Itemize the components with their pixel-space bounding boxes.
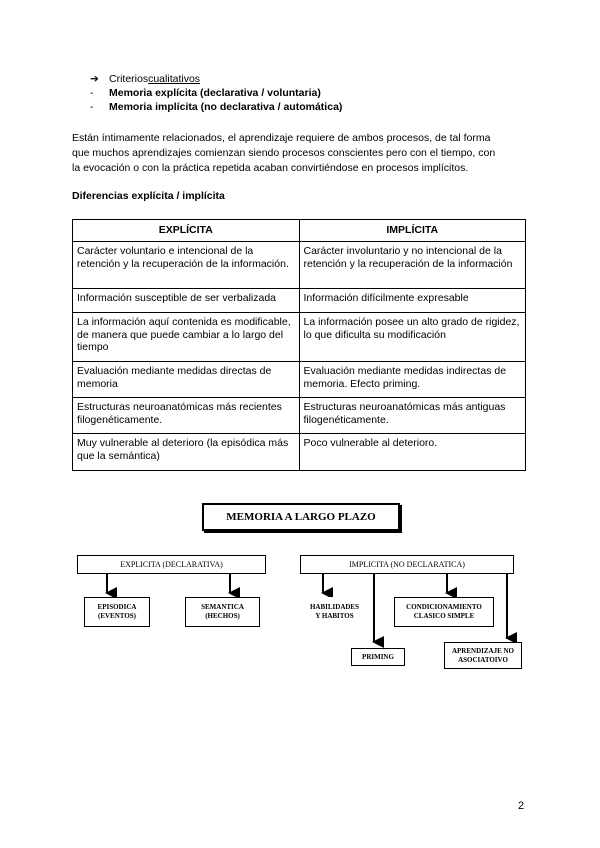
- table-row: Muy vulnerable al deterioro (la episódic…: [72, 433, 526, 471]
- episodica-line2: (EVENTOS): [98, 612, 136, 620]
- dash-icon: -: [90, 101, 94, 113]
- cell-implicit: Evaluación mediante medidas indirectas d…: [298, 361, 526, 398]
- differences-table: EXPLÍCITA IMPLÍCITA Carácter voluntario …: [72, 219, 526, 471]
- semantica-box: SEMANTICA (HECHOS): [185, 597, 260, 627]
- aprendizaje-line2: ASOCIATOIVO: [458, 655, 508, 664]
- explicit-box-text: EXPLICITA (DECLARATIVA): [120, 560, 223, 569]
- table-row: Estructuras neuroanatómicas más reciente…: [72, 397, 526, 434]
- criteria-heading: ➔ Criterios cualitativos: [90, 72, 342, 86]
- cell-explicit: Carácter voluntario e intencional de la …: [72, 241, 300, 289]
- cell-implicit: Estructuras neuroanatómicas más antiguas…: [298, 397, 526, 434]
- cell-explicit: Evaluación mediante medidas directas de …: [72, 361, 300, 398]
- habilidades-line1: HABILIDADES: [309, 603, 359, 611]
- semantica-line1: SEMANTICA: [201, 603, 244, 611]
- explicit-box: EXPLICITA (DECLARATIVA): [77, 555, 266, 574]
- header-implicit: IMPLÍCITA: [298, 219, 526, 242]
- bullet-implicit-text: Memoria implícita (no declarativa / auto…: [109, 101, 343, 113]
- aprendizaje-box: APRENDIZAJE NO ASOCIATOIVO: [444, 642, 522, 669]
- table-row: Evaluación mediante medidas directas de …: [72, 361, 526, 398]
- criteria-list: ➔ Criterios cualitativos - Memoria explí…: [90, 72, 342, 114]
- table-row: Carácter voluntario e intencional de la …: [72, 241, 526, 289]
- criteria-underlined: cualitativos: [148, 73, 201, 85]
- bullet-implicit: - Memoria implícita (no declarativa / au…: [90, 100, 342, 114]
- paragraph-line: Están íntimamente relacionados, el apren…: [72, 132, 491, 144]
- page-number: 2: [518, 800, 525, 812]
- diagram-connectors: [105, 573, 517, 648]
- implicit-box: IMPLICITA (NO DECLARATICA): [300, 555, 514, 574]
- table-row: La información aquí contenida es modific…: [72, 312, 526, 362]
- paragraph-line: la evocación o con la práctica repetida …: [72, 162, 469, 174]
- condicionamiento-box: CONDICIONAMIENTO CLASICO SIMPLE: [394, 597, 494, 627]
- cell-explicit: Estructuras neuroanatómicas más reciente…: [72, 397, 300, 434]
- differences-heading: Diferencias explícita / implícita: [72, 190, 225, 202]
- condicionamiento-line2: CLASICO SIMPLE: [413, 612, 475, 620]
- priming-box: PRIMING: [351, 648, 405, 666]
- cell-implicit: Carácter involuntario y no intencional d…: [298, 241, 526, 289]
- episodica-box: EPISODICA (EVENTOS): [84, 597, 150, 627]
- arrow-icon: ➔: [90, 73, 99, 85]
- paragraph-line: que muchos aprendizajes comienzan siendo…: [72, 147, 496, 159]
- cell-explicit: Muy vulnerable al deterioro (la episódic…: [72, 433, 300, 471]
- dash-icon: -: [90, 87, 94, 99]
- aprendizaje-line1: APRENDIZAJE NO: [451, 646, 515, 655]
- habilidades-line2: Y HABITOS: [315, 612, 354, 620]
- cell-implicit: La información posee un alto grado de ri…: [298, 312, 526, 362]
- cell-explicit: Información susceptible de ser verbaliza…: [72, 288, 300, 313]
- memory-diagram: MEMORIA A LARGO PLAZO EXPLICITA (DECLARA…: [72, 500, 532, 675]
- table-header-row: EXPLÍCITA IMPLÍCITA: [72, 219, 526, 242]
- table-row: Información susceptible de ser verbaliza…: [72, 288, 526, 313]
- criteria-prefix: Criterios: [109, 73, 149, 85]
- cell-explicit: La información aquí contenida es modific…: [72, 312, 300, 362]
- episodica-line1: EPISODICA: [97, 603, 137, 611]
- cell-implicit: Información difícilmente expresable: [298, 288, 526, 313]
- semantica-line2: (HECHOS): [205, 612, 240, 620]
- bullet-explicit: - Memoria explícita (declarativa / volun…: [90, 86, 342, 100]
- header-explicit: EXPLÍCITA: [72, 219, 300, 242]
- condicionamiento-line1: CONDICIONAMIENTO: [406, 603, 482, 611]
- cell-implicit: Poco vulnerable al deterioro.: [298, 433, 526, 471]
- bullet-explicit-text: Memoria explícita (declarativa / volunta…: [109, 87, 321, 99]
- habilidades-box: HABILIDADES Y HABITOS: [303, 597, 366, 627]
- diagram-title-text: MEMORIA A LARGO PLAZO: [226, 511, 376, 523]
- intro-paragraph: Están íntimamente relacionados, el apren…: [72, 131, 532, 176]
- diagram-title: MEMORIA A LARGO PLAZO: [202, 503, 400, 531]
- implicit-box-text: IMPLICITA (NO DECLARATICA): [349, 560, 465, 569]
- priming-text: PRIMING: [362, 652, 394, 661]
